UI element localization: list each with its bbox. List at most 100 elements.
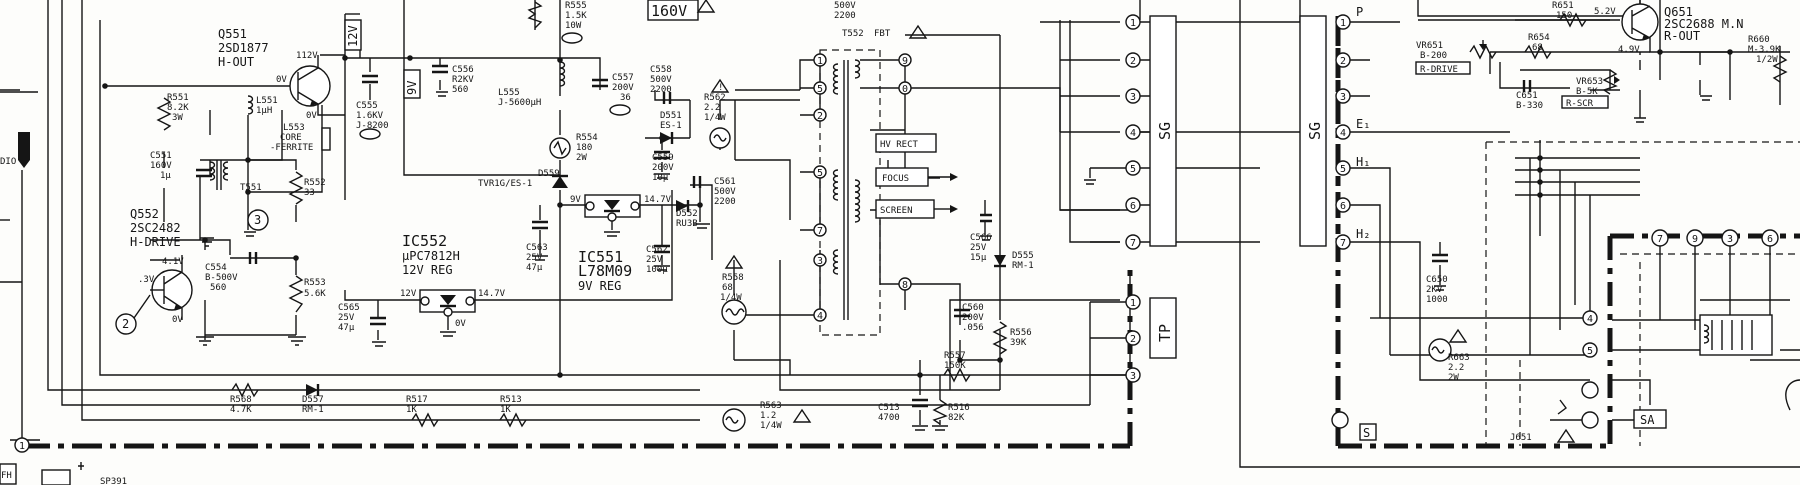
- svg-text:VR651: VR651: [1416, 41, 1443, 51]
- svg-text:47μ: 47μ: [338, 323, 355, 333]
- r551-resistor: R551 8.2K 3W: [156, 93, 189, 131]
- svg-text:C554: C554: [205, 263, 227, 273]
- left-edge-parts: DIO FH SP391: [0, 132, 127, 485]
- svg-text:2200: 2200: [834, 11, 856, 21]
- svg-text:1μ: 1μ: [160, 171, 171, 181]
- svg-text:R551: R551: [167, 93, 189, 103]
- svg-text:3: 3: [1727, 234, 1733, 245]
- svg-text:R663: R663: [1448, 353, 1470, 363]
- svg-text:0: 0: [902, 84, 908, 95]
- hv-rect-label: HV RECT: [880, 140, 919, 150]
- svg-text:2: 2: [1340, 56, 1346, 67]
- q552-part: 2SC2482: [130, 221, 181, 235]
- svg-text:RU3B: RU3B: [676, 219, 698, 229]
- r-scr-tag: R-SCR: [1566, 99, 1594, 109]
- svg-text:D555: D555: [1012, 251, 1034, 261]
- q551-func: H-OUT: [218, 55, 254, 69]
- rail-9v: 9V: [405, 81, 419, 95]
- ic552-part: μPC7812H: [402, 249, 460, 263]
- wiring: [0, 0, 1800, 441]
- svg-text:R568: R568: [230, 395, 252, 405]
- svg-text:4.7K: 4.7K: [230, 405, 252, 415]
- svg-text:1: 1: [1340, 18, 1346, 29]
- svg-text:C565: C565: [338, 303, 360, 313]
- r-drive-tag: R-DRIVE: [1420, 65, 1458, 75]
- svg-text:200V: 200V: [612, 83, 634, 93]
- c561-d552: C561 500V 2200 D552 RU3B: [676, 176, 736, 229]
- svg-text:1.5K: 1.5K: [565, 11, 587, 21]
- crt-socket: 7 9 3 6: [1651, 229, 1779, 356]
- svg-text:4.9V: 4.9V: [1618, 45, 1640, 55]
- svg-text:25V: 25V: [526, 253, 543, 263]
- svg-text:8.2K: 8.2K: [167, 103, 189, 113]
- svg-text:1K: 1K: [500, 405, 511, 415]
- svg-text:R660: R660: [1748, 35, 1770, 45]
- svg-text:4: 4: [1130, 128, 1136, 139]
- svg-text:0V: 0V: [455, 319, 466, 329]
- svg-text:D557: D557: [302, 395, 324, 405]
- svg-text:C563: C563: [526, 243, 548, 253]
- svg-text:0V: 0V: [306, 111, 317, 121]
- svg-text:9V: 9V: [570, 195, 581, 205]
- svg-text:4.1V: 4.1V: [162, 257, 184, 267]
- svg-text:9: 9: [902, 56, 908, 67]
- svg-text:7: 7: [1130, 238, 1136, 249]
- svg-text:150K: 150K: [944, 361, 966, 371]
- q551-h-out: Q551 2SD1877 H-OUT 112V 0V 0V: [218, 27, 345, 121]
- svg-text:4700: 4700: [878, 413, 900, 423]
- svg-text:3: 3: [254, 213, 261, 227]
- svg-text:2W: 2W: [1448, 373, 1459, 383]
- svg-text:H₁: H₁: [1356, 155, 1370, 169]
- junction-dots: [102, 49, 1733, 378]
- svg-text:36: 36: [620, 93, 631, 103]
- q551-name: Q551: [218, 27, 247, 41]
- svg-text:T552: T552: [842, 29, 864, 39]
- c556-c555: C556 R2KV 560 C555 1.6KV J-8200: [356, 64, 474, 140]
- svg-text:14.7V: 14.7V: [478, 289, 506, 299]
- q651-r-out: Q651 2SC2688 M.N R-OUT 5.2V 4.9V: [1594, 3, 1743, 55]
- svg-text:500V: 500V: [714, 187, 736, 197]
- svg-text:R651: R651: [1552, 1, 1574, 11]
- svg-text:C561: C561: [714, 177, 736, 187]
- ic552-name: IC552: [402, 232, 447, 250]
- svg-text:6: 6: [1767, 234, 1773, 245]
- svg-text:5.6K: 5.6K: [304, 289, 326, 299]
- screen-label: SCREEN: [880, 206, 913, 216]
- svg-text:5: 5: [817, 84, 823, 95]
- c554-r553: C554 B-500V 560 R553 5.6K: [205, 252, 326, 313]
- tp-connector: TP 1 2 3: [1125, 294, 1177, 383]
- j651-label: J651: [1510, 433, 1532, 443]
- svg-text:39K: 39K: [1010, 338, 1027, 348]
- svg-text:R557: R557: [944, 351, 966, 361]
- svg-text:3W: 3W: [172, 113, 183, 123]
- svg-text:RM-1: RM-1: [302, 405, 324, 415]
- svg-text:R2KV: R2KV: [452, 75, 474, 85]
- sg-connector-left: SG 1 2 3 4 5 6 7: [1125, 14, 1177, 250]
- svg-text:D552: D552: [676, 209, 698, 219]
- svg-text:C555: C555: [356, 101, 378, 111]
- svg-text:.3V: .3V: [138, 275, 155, 285]
- svg-text:4: 4: [1587, 314, 1593, 325]
- svg-text:FH: FH: [1, 471, 12, 481]
- q651-name: Q651: [1664, 5, 1693, 19]
- r554-resistor: R554 180 2W: [549, 133, 598, 163]
- svg-text:6: 6: [1340, 201, 1346, 212]
- svg-text:1/4W: 1/4W: [704, 113, 726, 123]
- l555-r555: L555 J-5600μH R555 1.5K 10W: [498, 1, 587, 108]
- svg-text:J-8200: J-8200: [356, 121, 389, 131]
- focus-label: FOCUS: [882, 174, 909, 184]
- rail-labels: 12V 9V 160V: [344, 0, 716, 99]
- svg-text:3: 3: [817, 256, 823, 267]
- svg-text:1000: 1000: [1426, 295, 1448, 305]
- ic551-9v-reg: 9V 14.7V IC551 L78M09 9V REG: [570, 194, 672, 293]
- ground-symbols: [196, 91, 1712, 431]
- svg-text:47μ: 47μ: [526, 263, 543, 273]
- svg-text:B-5K: B-5K: [1576, 87, 1598, 97]
- q551-part: 2SD1877: [218, 41, 269, 55]
- svg-text:5: 5: [1340, 164, 1346, 175]
- svg-text:2W: 2W: [576, 153, 587, 163]
- svg-text:1/4W: 1/4W: [760, 421, 782, 431]
- svg-text:R516: R516: [948, 403, 970, 413]
- svg-text:R558: R558: [722, 273, 744, 283]
- svg-text:CORE: CORE: [280, 133, 302, 143]
